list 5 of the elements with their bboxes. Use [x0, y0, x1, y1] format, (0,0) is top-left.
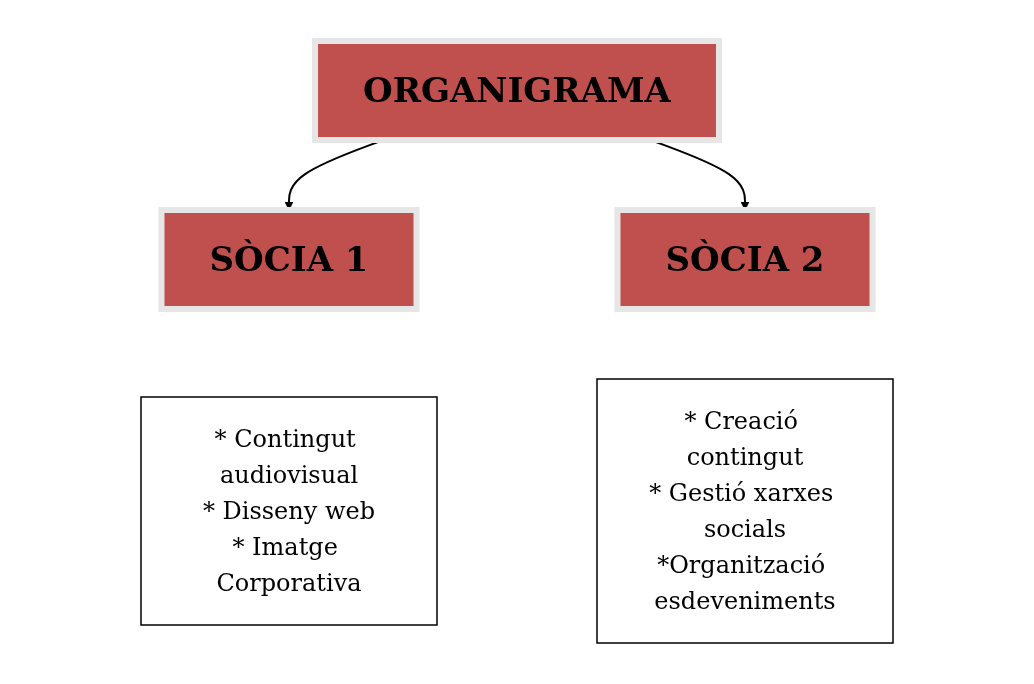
node-box: SÒCIA 1 [158, 207, 420, 312]
node-box: * Creació contingut * Gestió xarxes socials *Organització esdeveniments [596, 378, 894, 644]
node-box: * Contingut audiovisual * Disseny web * Imatge Corporativa [140, 396, 438, 626]
node-box: ORGANIGRAMA [312, 38, 722, 143]
node-box: SÒCIA 2 [614, 207, 876, 312]
